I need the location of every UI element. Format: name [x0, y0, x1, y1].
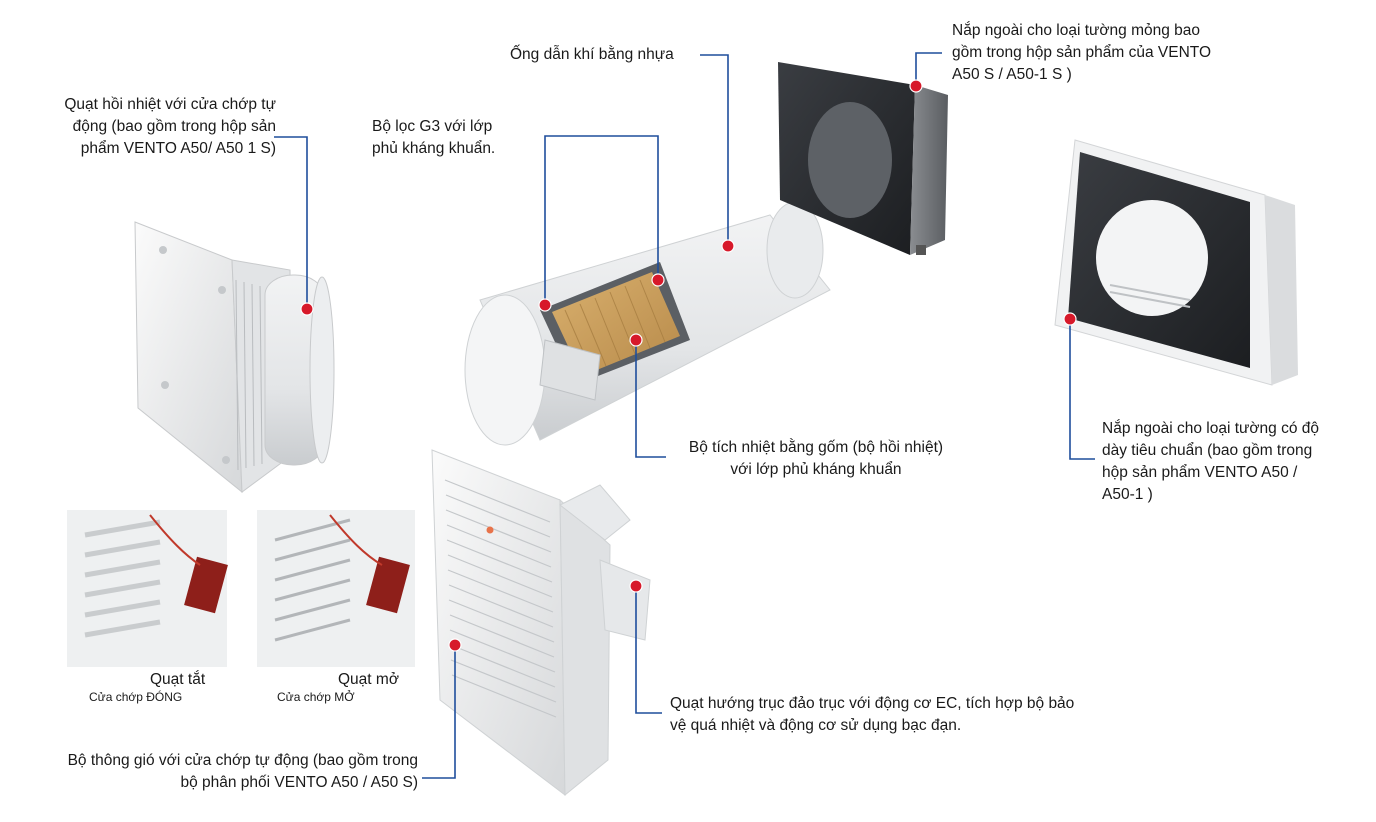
marker-vent-grille: [448, 638, 462, 652]
label-fan-unit: Quạt hồi nhiệt với cửa chớp tự động (bao…: [64, 96, 276, 157]
marker-fan-unit: [300, 302, 314, 316]
label-vent-grille: Bộ thông gió với cửa chớp tự động (bao g…: [67, 752, 418, 791]
vent-grille-illustration: [431, 449, 651, 797]
label-heat-exchanger: Bộ tích nhiệt bằng gốm (bộ hồi nhiệt) vớ…: [688, 439, 944, 478]
label-filter: Bộ lọc G3 với lớp phủ kháng khuẩn.: [372, 118, 496, 157]
standard-wall-hood-illustration: [1054, 139, 1298, 386]
label-standard-wall-hood: Nắp ngoài cho loại tường có độ dày tiêu …: [1102, 420, 1320, 503]
marker-heat-exchanger: [629, 333, 643, 347]
marker-plastic-duct: [721, 239, 735, 253]
label-fan-on: Quạt mở: [338, 671, 399, 688]
marker-filter-right: [651, 273, 665, 287]
leader-plastic-duct: [700, 54, 729, 246]
shutter-closed-photo: [67, 510, 228, 667]
label-shutter-closed: Cửa chớp ĐÓNG: [89, 690, 183, 704]
label-fan-off: Quạt tắt: [150, 671, 206, 688]
fan-unit-illustration: [134, 221, 335, 494]
leader-vent-grille: [422, 645, 456, 779]
label-axial-fan: Quạt hướng trục đảo trục với động cơ EC,…: [670, 695, 1075, 734]
shutter-open-photo: [257, 510, 415, 667]
marker-filter-left: [538, 298, 552, 312]
leader-thin-wall-hood: [915, 52, 942, 86]
duct-illustration: [464, 201, 831, 446]
leader-heat-exchanger: [635, 340, 666, 458]
label-thin-wall-hood: Nắp ngoài cho loại tường mỏng bao gồm tr…: [952, 22, 1212, 83]
leader-fan-unit: [274, 136, 308, 309]
marker-axial-fan: [629, 579, 643, 593]
leader-axial-fan: [635, 586, 662, 714]
label-shutter-open: Cửa chớp MỞ: [277, 690, 355, 704]
thin-wall-hood-illustration: [778, 62, 948, 255]
marker-thin-wall-hood: [909, 79, 923, 93]
label-plastic-duct: Ống dẫn khí bằng nhựa: [510, 46, 674, 63]
marker-standard-wall-hood: [1063, 312, 1077, 326]
leader-filter: [544, 135, 659, 305]
leader-standard-wall-hood: [1069, 319, 1095, 460]
